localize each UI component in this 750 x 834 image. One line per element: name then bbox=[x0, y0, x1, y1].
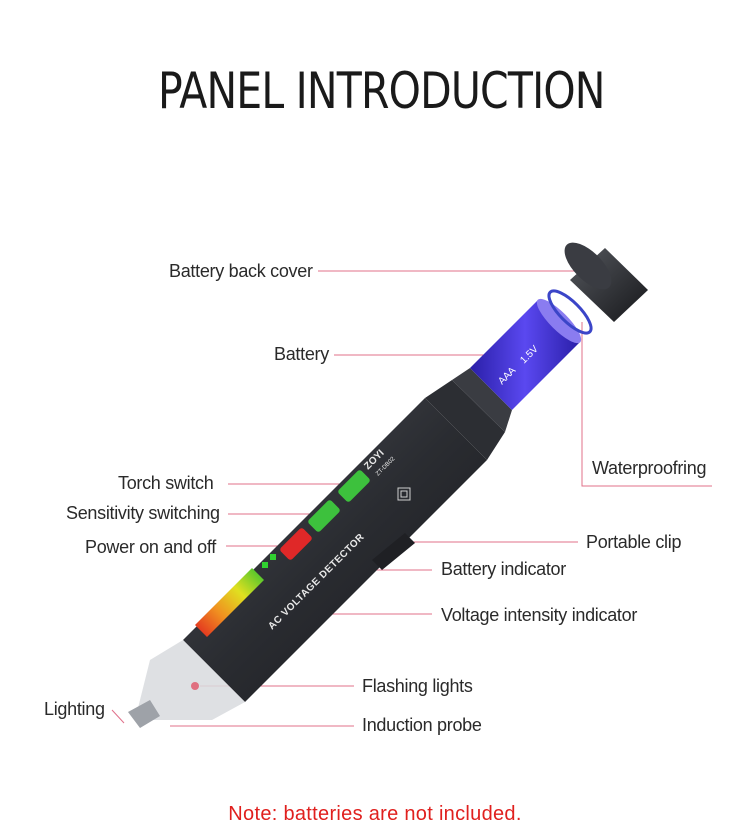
label-torch-switch: Torch switch bbox=[118, 473, 214, 493]
label-sensitivity-switching: Sensitivity switching bbox=[66, 503, 220, 523]
label-lighting: Lighting bbox=[44, 699, 105, 719]
detector-body bbox=[183, 298, 582, 702]
page-title: PANEL INTRODUCTION bbox=[157, 62, 606, 120]
label-voltage-intensity-indicator: Voltage intensity indicator bbox=[441, 605, 638, 625]
induction-probe bbox=[128, 640, 245, 728]
buttons bbox=[280, 470, 370, 560]
label-power-on-off: Power on and off bbox=[85, 537, 216, 557]
battery-back-cover bbox=[564, 242, 648, 322]
label-battery: Battery bbox=[274, 344, 329, 364]
label-flashing-lights: Flashing lights bbox=[362, 676, 473, 696]
label-battery-indicator: Battery indicator bbox=[441, 559, 566, 579]
note-batteries-not-included: Note: batteries are not included. bbox=[228, 803, 522, 825]
double-insulation-icon bbox=[397, 487, 411, 501]
indicators bbox=[195, 554, 276, 637]
label-battery-back-cover: Battery back cover bbox=[169, 261, 313, 281]
label-induction-probe: Induction probe bbox=[362, 715, 482, 735]
waterproof-ring bbox=[547, 289, 593, 335]
label-waterproof-ring: Waterproofring bbox=[592, 458, 707, 478]
label-portable-clip: Portable clip bbox=[586, 532, 682, 552]
